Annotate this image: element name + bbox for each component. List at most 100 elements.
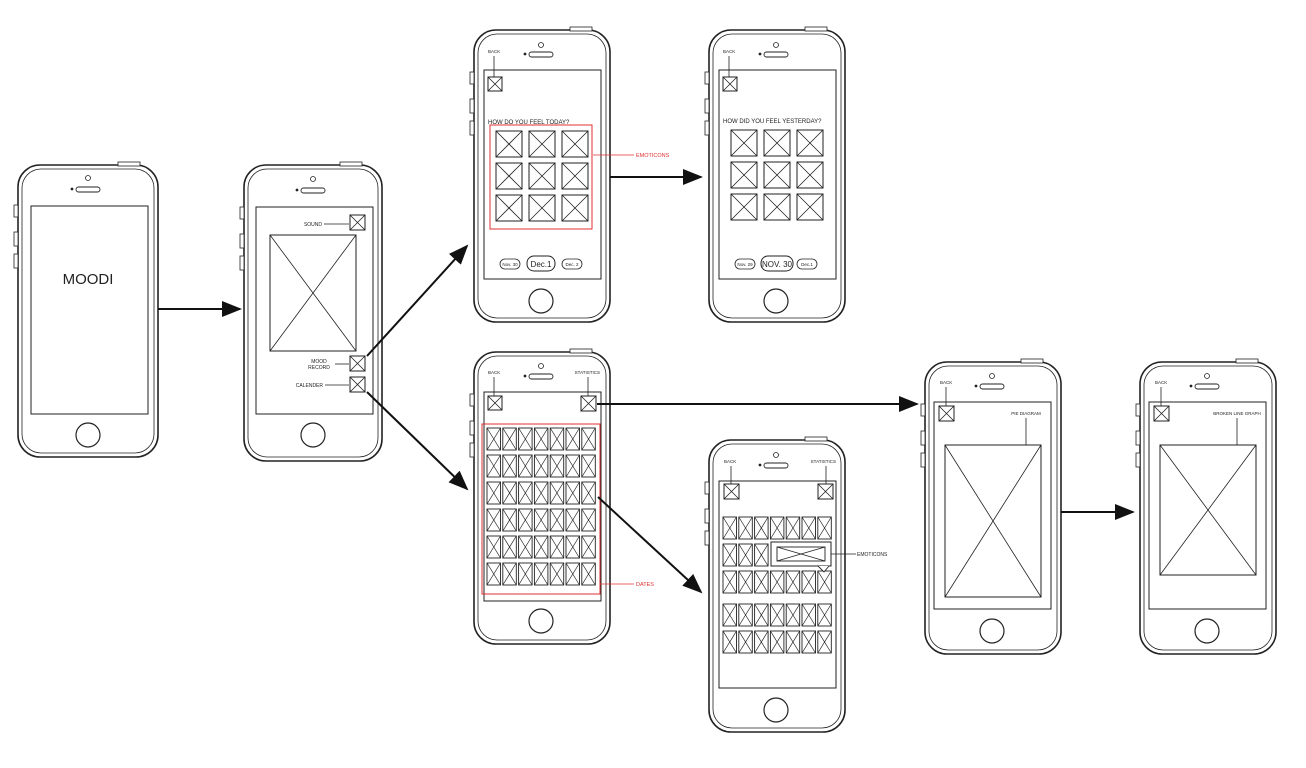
date-cell[interactable] xyxy=(502,481,517,505)
date-cell[interactable] xyxy=(486,508,501,532)
date-cell[interactable] xyxy=(549,508,565,532)
date-cell[interactable] xyxy=(785,516,801,540)
date-cell[interactable] xyxy=(754,630,769,654)
date-pill-prev[interactable]: Nov. 29 xyxy=(734,258,756,270)
date-cell[interactable] xyxy=(549,454,565,478)
back-button[interactable] xyxy=(723,483,740,500)
emoticon[interactable] xyxy=(528,130,556,158)
date-cell[interactable] xyxy=(785,630,801,654)
date-cell[interactable] xyxy=(581,508,596,532)
emoticon[interactable] xyxy=(763,129,791,157)
date-pill-next[interactable]: Dec.1 xyxy=(796,258,818,270)
emoticon-popup[interactable] xyxy=(770,541,832,573)
date-cell[interactable] xyxy=(549,481,565,505)
date-cell[interactable] xyxy=(565,508,580,532)
back-button[interactable] xyxy=(487,395,503,411)
date-cell[interactable] xyxy=(518,481,533,505)
date-cell[interactable] xyxy=(817,570,832,594)
date-cell[interactable] xyxy=(785,603,801,627)
date-cell[interactable] xyxy=(518,454,533,478)
date-cell[interactable] xyxy=(817,630,832,654)
date-cell[interactable] xyxy=(722,543,737,567)
date-pill-current[interactable]: Dec.1 xyxy=(526,255,556,272)
date-cell[interactable] xyxy=(754,516,769,540)
date-cell[interactable] xyxy=(769,603,785,627)
date-cell[interactable] xyxy=(518,508,533,532)
date-cell[interactable] xyxy=(581,481,596,505)
mood-record-button[interactable] xyxy=(349,355,366,372)
date-cell[interactable] xyxy=(722,570,737,594)
back-button[interactable] xyxy=(487,76,503,92)
date-cell[interactable] xyxy=(486,535,501,559)
emoticon[interactable] xyxy=(495,194,523,222)
emoticon[interactable] xyxy=(730,161,758,189)
date-cell[interactable] xyxy=(533,454,549,478)
date-cell[interactable] xyxy=(817,516,832,540)
date-cell[interactable] xyxy=(502,427,517,451)
emoticon[interactable] xyxy=(730,193,758,221)
date-pill-next[interactable]: Dec. 2 xyxy=(561,258,583,270)
date-cell[interactable] xyxy=(801,603,816,627)
back-button[interactable] xyxy=(938,405,955,422)
emoticon[interactable] xyxy=(561,162,589,190)
date-cell[interactable] xyxy=(502,535,517,559)
calendar-button[interactable] xyxy=(349,376,366,393)
date-cell[interactable] xyxy=(754,570,769,594)
date-cell[interactable] xyxy=(738,516,753,540)
date-cell[interactable] xyxy=(533,562,549,586)
date-cell[interactable] xyxy=(785,570,801,594)
emoticon[interactable] xyxy=(763,193,791,221)
date-cell[interactable] xyxy=(565,481,580,505)
date-cell[interactable] xyxy=(502,454,517,478)
date-cell[interactable] xyxy=(549,562,565,586)
emoticon[interactable] xyxy=(561,194,589,222)
date-cell[interactable] xyxy=(738,603,753,627)
date-cell[interactable] xyxy=(518,427,533,451)
date-cell[interactable] xyxy=(486,454,501,478)
date-cell[interactable] xyxy=(565,427,580,451)
date-cell[interactable] xyxy=(565,535,580,559)
date-cell[interactable] xyxy=(769,516,785,540)
date-cell[interactable] xyxy=(581,535,596,559)
emoticon[interactable] xyxy=(528,194,556,222)
date-cell[interactable] xyxy=(722,630,737,654)
emoticon[interactable] xyxy=(495,130,523,158)
emoticon[interactable] xyxy=(796,193,824,221)
date-cell[interactable] xyxy=(533,535,549,559)
date-cell[interactable] xyxy=(801,630,816,654)
emoticon[interactable] xyxy=(796,161,824,189)
statistics-button[interactable] xyxy=(580,395,597,412)
date-cell[interactable] xyxy=(754,543,769,567)
date-cell[interactable] xyxy=(549,535,565,559)
statistics-button[interactable] xyxy=(817,483,834,500)
date-pill-prev[interactable]: Nov. 30 xyxy=(499,258,521,270)
date-cell[interactable] xyxy=(486,562,501,586)
date-cell[interactable] xyxy=(581,562,596,586)
date-cell[interactable] xyxy=(502,562,517,586)
back-button[interactable] xyxy=(722,76,738,92)
date-cell[interactable] xyxy=(581,454,596,478)
date-cell[interactable] xyxy=(581,427,596,451)
emoticon[interactable] xyxy=(561,130,589,158)
date-cell[interactable] xyxy=(486,427,501,451)
date-cell[interactable] xyxy=(801,570,816,594)
date-cell[interactable] xyxy=(533,481,549,505)
date-cell[interactable] xyxy=(502,508,517,532)
date-cell[interactable] xyxy=(518,535,533,559)
date-cell[interactable] xyxy=(769,630,785,654)
emoticon[interactable] xyxy=(730,129,758,157)
date-cell[interactable] xyxy=(533,427,549,451)
date-cell[interactable] xyxy=(769,570,785,594)
date-cell[interactable] xyxy=(565,454,580,478)
emoticon[interactable] xyxy=(495,162,523,190)
date-cell[interactable] xyxy=(754,603,769,627)
emoticon[interactable] xyxy=(763,161,791,189)
emoticon[interactable] xyxy=(796,129,824,157)
date-cell[interactable] xyxy=(565,562,580,586)
emoticon[interactable] xyxy=(528,162,556,190)
date-cell[interactable] xyxy=(722,603,737,627)
date-cell[interactable] xyxy=(518,562,533,586)
date-cell[interactable] xyxy=(801,516,816,540)
sound-button[interactable] xyxy=(349,214,366,231)
back-button[interactable] xyxy=(1153,405,1170,422)
